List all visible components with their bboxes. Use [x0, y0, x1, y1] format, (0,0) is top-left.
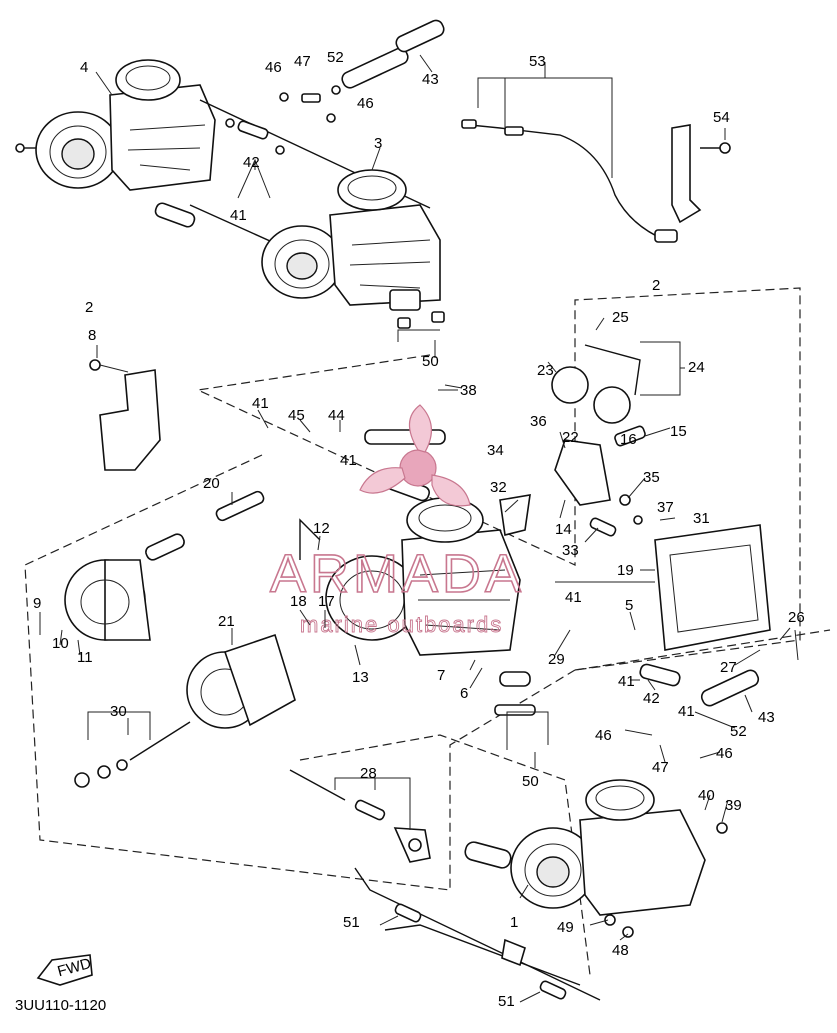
callout-5: 5 [625, 597, 633, 614]
carburetor-3 [261, 169, 445, 329]
bracket-8 [89, 359, 161, 471]
callout-28: 28 [360, 765, 377, 782]
callout-6: 6 [460, 685, 468, 702]
float-bowl-assembly [64, 490, 431, 863]
callout-44: 44 [328, 407, 345, 424]
callout-2: 2 [85, 299, 93, 316]
callout-13: 13 [352, 669, 369, 686]
callout-52: 52 [327, 49, 344, 66]
callout-labels: 1 2 2 3 4 5 6 7 8 9 10 11 12 13 14 15 16… [33, 49, 805, 1010]
callout-26: 26 [788, 609, 805, 626]
callout-1: 1 [510, 914, 518, 931]
callout-37: 37 [657, 499, 674, 516]
callout-41: 41 [565, 589, 582, 606]
callout-41: 41 [252, 395, 269, 412]
callout-2: 2 [652, 277, 660, 294]
callout-29: 29 [548, 651, 565, 668]
callout-19: 19 [617, 562, 634, 579]
callout-8: 8 [88, 327, 96, 344]
watermark-logo [359, 404, 471, 507]
callout-53: 53 [529, 53, 546, 70]
callout-4: 4 [80, 59, 88, 76]
callout-16: 16 [620, 431, 637, 448]
callout-51: 51 [343, 914, 360, 931]
callout-50: 50 [422, 353, 439, 370]
callout-47: 47 [294, 53, 311, 70]
callout-14: 14 [555, 521, 572, 538]
top-linkage [154, 19, 731, 243]
carburetor-1 [464, 663, 760, 938]
callout-43: 43 [758, 709, 775, 726]
callout-41: 41 [230, 207, 247, 224]
callout-48: 48 [612, 942, 629, 959]
callout-46: 46 [595, 727, 612, 744]
callout-54: 54 [713, 109, 730, 126]
callout-51: 51 [498, 993, 515, 1010]
callout-43: 43 [422, 71, 439, 88]
callout-46: 46 [716, 745, 733, 762]
carburetor-4 [15, 59, 431, 251]
callout-46: 46 [265, 59, 282, 76]
group-outlines [24, 287, 831, 976]
callout-41: 41 [678, 703, 695, 720]
watermark-tagline: marine outboards [300, 612, 503, 637]
callout-39: 39 [725, 797, 742, 814]
callout-38: 38 [460, 382, 477, 399]
callout-41: 41 [340, 452, 357, 469]
callout-46: 46 [357, 95, 374, 112]
callout-42: 42 [643, 690, 660, 707]
callout-3: 3 [374, 135, 382, 152]
callout-47: 47 [652, 759, 669, 776]
callout-15: 15 [670, 423, 687, 440]
callout-36: 36 [530, 413, 547, 430]
callout-30: 30 [110, 703, 127, 720]
callout-32: 32 [490, 479, 507, 496]
callout-40: 40 [698, 787, 715, 804]
callout-25: 25 [612, 309, 629, 326]
callout-45: 45 [288, 407, 305, 424]
callout-10: 10 [52, 635, 69, 652]
callout-52: 52 [730, 723, 747, 740]
callout-24: 24 [688, 359, 705, 376]
callout-20: 20 [203, 475, 220, 492]
callout-9: 9 [33, 595, 41, 612]
callout-35: 35 [643, 469, 660, 486]
callout-31: 31 [693, 510, 710, 527]
callout-23: 23 [537, 362, 554, 379]
callout-42: 42 [243, 154, 260, 171]
callout-21: 21 [218, 613, 235, 630]
callout-34: 34 [487, 442, 504, 459]
watermark-brand: ARMADA [270, 544, 525, 604]
callout-27: 27 [720, 659, 737, 676]
callout-11: 11 [77, 649, 93, 666]
fwd-arrow-icon [36, 954, 93, 986]
callout-17: 17 [318, 593, 335, 610]
callout-18: 18 [290, 593, 307, 610]
callout-49: 49 [557, 919, 574, 936]
callout-12: 12 [313, 520, 330, 537]
callout-7: 7 [437, 667, 445, 684]
callout-33: 33 [562, 542, 579, 559]
callout-50: 50 [522, 773, 539, 790]
leader-lines [39, 54, 799, 1003]
drawing-code: 3UU110-1120 [15, 997, 106, 1014]
callout-41: 41 [618, 673, 635, 690]
callout-22: 22 [562, 429, 579, 446]
chamber-cover-19 [499, 344, 771, 651]
throttle-rod-51 [354, 867, 601, 1001]
